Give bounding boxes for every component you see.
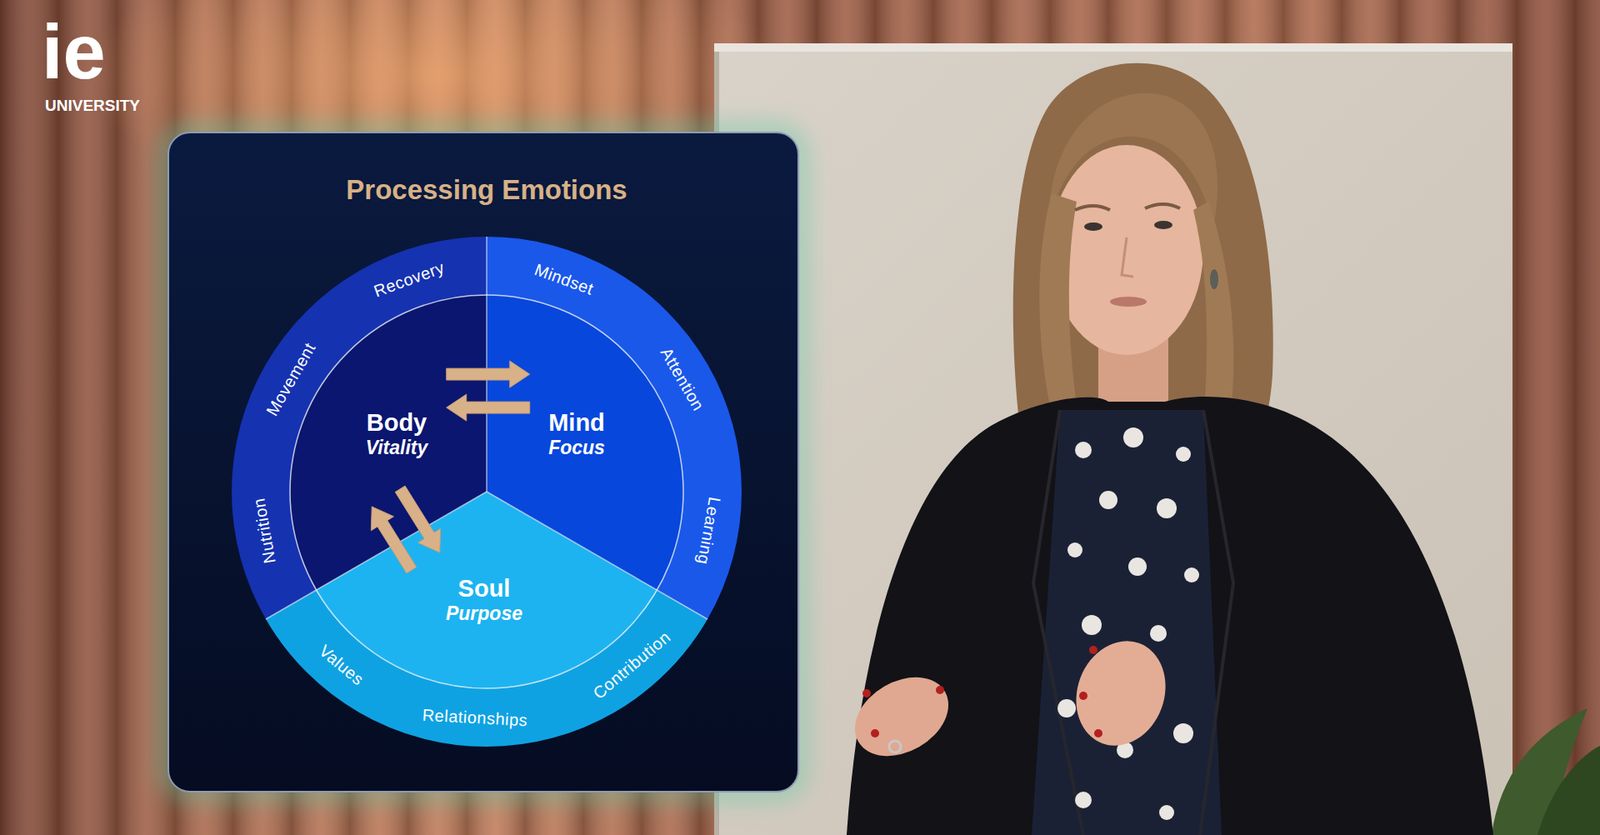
sector-heading: Soul [445, 575, 523, 603]
label-holder: Attention [655, 343, 709, 414]
eyebrow [1145, 204, 1180, 209]
hand [1061, 628, 1180, 759]
ring-label: Contribution [589, 626, 675, 704]
arrow-shape [370, 506, 416, 574]
jacket [846, 396, 1494, 835]
diagram-title: Processing Emotions [345, 174, 627, 206]
diagram-panel [168, 132, 799, 792]
logo-mark: ie [41, 13, 106, 90]
arrow-shape [395, 485, 440, 553]
label-holder: Nutrition [248, 496, 280, 565]
sector-divider [485, 236, 488, 492]
label-holder: Recovery [371, 257, 448, 302]
label-holder: UNIVERSITY [45, 96, 140, 116]
partition-wall [714, 51, 1513, 835]
sector-subtitle: Purpose [445, 602, 523, 625]
flower-print [1057, 427, 1200, 820]
wheel-sector-fill [316, 491, 658, 689]
sector-subtitle: Focus [548, 436, 605, 459]
label-holder: Values [315, 640, 368, 690]
sector-divider [265, 491, 487, 620]
ring-label: Learning [693, 495, 725, 567]
sector-heading: Mind [548, 409, 605, 437]
earring [1210, 269, 1219, 290]
ring-label: Attention [655, 343, 709, 414]
face [1050, 145, 1204, 355]
ring-label: Mindset [531, 259, 596, 300]
ring-label: Nutrition [248, 496, 280, 565]
arrow-shape [446, 360, 530, 388]
sector-divider [486, 491, 708, 620]
eye [1154, 220, 1173, 230]
label-holder: Movement [262, 338, 320, 419]
floral-top [1031, 410, 1222, 835]
label-holder: Contribution [589, 626, 675, 704]
title-holder: Processing Emotions [345, 174, 627, 206]
arrow-shape [446, 394, 530, 421]
lapel [1033, 410, 1084, 835]
logo-text: UNIVERSITY [45, 96, 140, 116]
double-arrow [446, 360, 530, 421]
ring [889, 740, 901, 753]
wheel-sector: BodyVitality [360, 405, 434, 463]
panel-glow [168, 132, 799, 792]
nose [1121, 237, 1134, 277]
wheel [231, 236, 742, 747]
label-holder: Learning [693, 495, 725, 567]
label-holder: ie [41, 13, 106, 90]
ring-label: Values [315, 640, 368, 690]
mouth [1110, 296, 1147, 307]
eye [1084, 222, 1103, 231]
ring-label: Recovery [371, 257, 448, 302]
ring-label: Relationships [421, 704, 529, 730]
hand [840, 661, 963, 773]
wheel-sector: SoulPurpose [440, 571, 528, 629]
label-holder: Mindset [531, 259, 596, 300]
wheel-sector: MindFocus [543, 405, 610, 463]
lapel [1200, 410, 1234, 835]
eyebrow [1075, 205, 1110, 210]
nails [862, 645, 1103, 738]
plant-leaf [1537, 745, 1600, 835]
label-holder: Relationships [421, 704, 529, 730]
sector-subtitle: Vitality [365, 436, 429, 459]
sector-heading: Body [365, 409, 429, 437]
ring-label: Movement [262, 338, 320, 419]
double-arrow [370, 485, 440, 574]
